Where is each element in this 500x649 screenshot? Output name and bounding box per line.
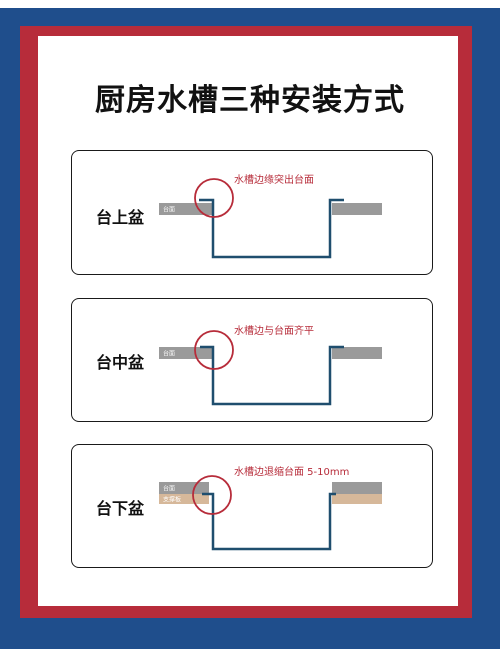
panel-label: 台上盆: [96, 208, 145, 227]
page-title: 厨房水槽三种安装方式: [95, 83, 405, 118]
countertop-tag: 台面: [163, 350, 175, 358]
countertop-right: [332, 347, 382, 359]
countertop-tag: 台面: [163, 485, 175, 493]
panel-undermount: 台下盆 台面 支撑板 水槽边退缩台面 5-10mm: [71, 444, 433, 568]
support-board-tag: 支撑板: [163, 496, 181, 504]
support-board-right: [332, 494, 382, 504]
callout-circle: [192, 475, 232, 515]
panel-top-mount: 台上盆 台面 水槽边缘突出台面: [71, 150, 433, 275]
sink-profile: [199, 198, 344, 259]
support-board-left: [159, 494, 209, 504]
callout-note: 水槽边缘突出台面: [234, 173, 314, 186]
callout-note: 水槽边与台面齐平: [234, 324, 314, 337]
top-mount-diagram: 台面 水槽边缘突出台面: [159, 173, 382, 259]
panel-flush-mount: 台中盆 台面 水槽边与台面齐平: [71, 298, 433, 422]
callout-circle: [194, 330, 234, 370]
countertop-right: [332, 482, 382, 494]
flush-mount-diagram: 台面 水槽边与台面齐平: [159, 324, 382, 406]
countertop-left: [159, 203, 213, 215]
callout-note: 水槽边退缩台面 5-10mm: [234, 465, 349, 478]
panel-label: 台中盆: [96, 353, 145, 372]
callout-circle: [194, 178, 234, 218]
countertop-right: [332, 203, 382, 215]
countertop-left: [159, 347, 213, 359]
sink-profile: [200, 345, 344, 406]
countertop-tag: 台面: [163, 206, 175, 214]
sink-profile: [202, 492, 336, 551]
undermount-diagram: 台面 支撑板 水槽边退缩台面 5-10mm: [159, 465, 382, 551]
panel-label: 台下盆: [96, 499, 145, 518]
